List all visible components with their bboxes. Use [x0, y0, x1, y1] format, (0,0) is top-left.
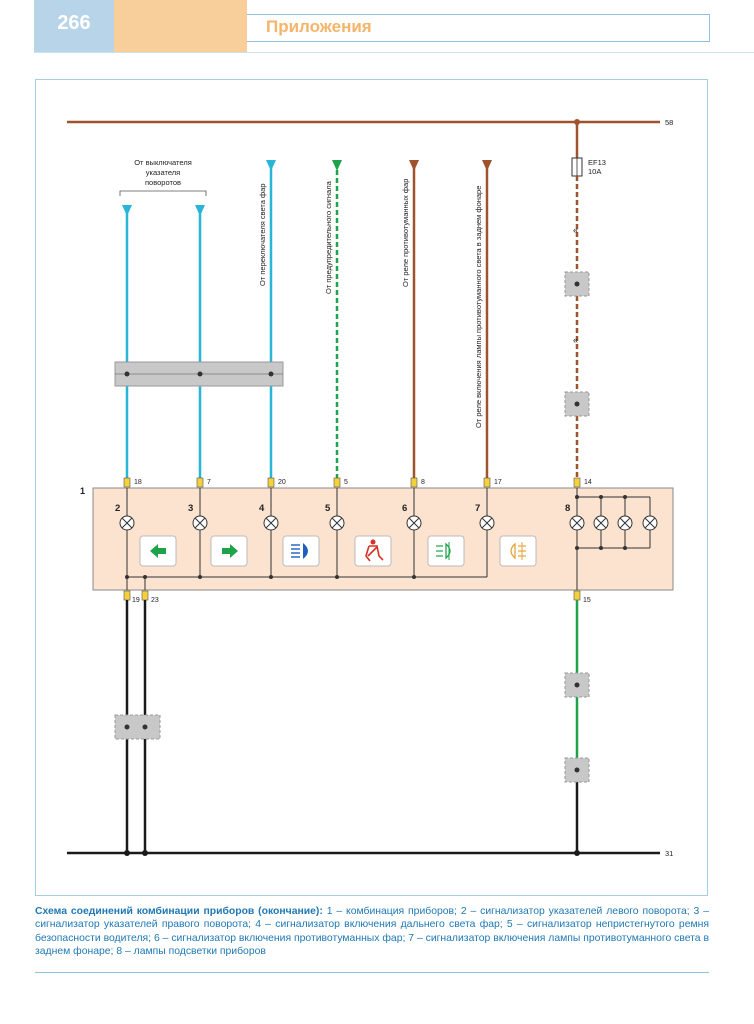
headlight-switch-label: От переключателя света фар: [258, 183, 267, 286]
warning-signal-label: От предупредительного сигнала: [324, 180, 333, 294]
lamp-5: [329, 515, 345, 531]
wire-break-lower: «: [573, 335, 578, 345]
fuse-name: EF13: [588, 158, 606, 167]
arrow-right-icon: [210, 535, 248, 567]
pin-label: 7: [207, 479, 211, 486]
pin-label: 23: [151, 597, 159, 604]
pin-label: 18: [134, 479, 142, 486]
lamp-number: 3: [188, 503, 193, 514]
turn-switch-label-2: указателя: [146, 168, 180, 177]
rear-fog-relay-label: От реле включения лампы противотуманного…: [474, 186, 483, 428]
caption-title: Схема соединений комбинации приборов (ок…: [35, 906, 323, 917]
pins-bottom: 19 23 15: [123, 590, 591, 604]
seatbelt-icon: [354, 535, 392, 567]
pin-label: 14: [584, 479, 592, 486]
section-header-box: [247, 14, 710, 42]
lamp-number: 7: [475, 503, 480, 514]
lamp-6: [406, 515, 422, 531]
arrow-fog-relay: [409, 160, 419, 171]
arrow-warning-signal: [332, 160, 342, 171]
pin-label: 17: [494, 479, 502, 486]
lamp-8b: [593, 515, 609, 531]
pin-label: 19: [132, 597, 140, 604]
panel-internal-wiring: [126, 488, 651, 590]
pin-label: 20: [278, 479, 286, 486]
arrow-left-turn: [122, 205, 132, 216]
pin-label: 5: [344, 479, 348, 486]
lamp-3: [192, 515, 208, 531]
lamp-8a: [569, 515, 585, 531]
page-number: 266: [57, 12, 91, 34]
wire-break-upper: «: [573, 225, 578, 235]
caption-text: 1 – комбинация приборов; 2 – сигнализато…: [35, 906, 709, 958]
front-fog-icon: [427, 535, 465, 567]
connector-block-ground: [114, 714, 161, 740]
turn-switch-label-3: поворотов: [145, 178, 181, 187]
lamp-number: 4: [259, 503, 265, 514]
component-number: 1: [80, 486, 85, 496]
lamp-7: [479, 515, 495, 531]
lamp-2: [119, 515, 135, 531]
header-divider: [34, 52, 754, 53]
lamp-number: 5: [325, 503, 331, 514]
page-number-box: 266: [34, 0, 114, 52]
lamp-number: 6: [402, 503, 407, 514]
lamp-8d: [642, 515, 658, 531]
bus-31-label: 31: [665, 849, 673, 858]
section-title: Приложения: [266, 17, 372, 36]
fuse-rating: 10A: [588, 167, 601, 176]
lamp-4: [263, 515, 279, 531]
arrow-left-icon: [139, 535, 177, 567]
arrow-rear-fog-relay: [482, 160, 492, 171]
pin-label: 15: [583, 597, 591, 604]
pins-top: 18 7 20 5 8 17 14: [123, 477, 592, 488]
bus-58-junction: [574, 119, 580, 125]
lamp-number: 2: [115, 503, 120, 514]
arrow-high-beam: [266, 160, 276, 171]
pin-label: 8: [421, 479, 425, 486]
diagram-frame: [35, 79, 708, 896]
bus-58-label: 58: [665, 118, 673, 127]
arrow-right-turn: [195, 205, 205, 216]
fog-relay-label: От реле противотуманных фар: [401, 179, 410, 287]
rear-fog-icon: [499, 535, 537, 567]
lamps: [119, 515, 658, 531]
figure-caption: Схема соединений комбинации приборов (ок…: [35, 905, 709, 959]
turn-switch-bracket: [119, 190, 207, 196]
turn-switch-label-1: От выключателя: [134, 158, 192, 167]
header-accent: [114, 0, 247, 52]
lamp-number: 8: [565, 503, 570, 514]
lamp-8c: [617, 515, 633, 531]
footer-divider: [35, 972, 709, 973]
high-beam-icon: [282, 535, 320, 567]
